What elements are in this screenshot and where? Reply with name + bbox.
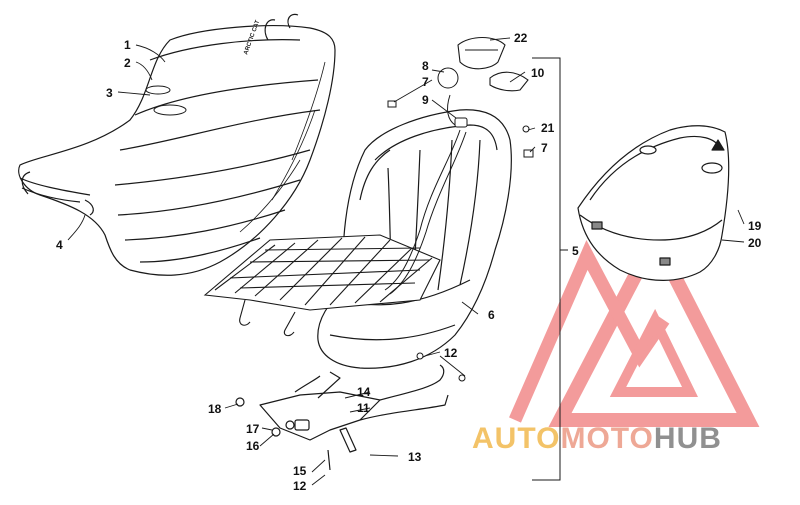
- watermark-triangle: [548, 222, 760, 427]
- storage-compartment: [577, 125, 730, 281]
- callout-21: 21: [541, 121, 555, 135]
- callout-20: 20: [748, 236, 762, 250]
- callout-12-lower: 12: [293, 479, 307, 493]
- callout-22: 22: [514, 31, 528, 45]
- callout-15: 15: [293, 464, 307, 478]
- seat-strap: [19, 171, 94, 216]
- callout-18: 18: [208, 402, 222, 416]
- seat-cushion: [18, 13, 336, 276]
- seat-emblem: [153, 104, 187, 116]
- callout-labels: 1 2 3 4 5 6 7 7 8 9 10 11 12 12 13 14 15…: [56, 31, 762, 493]
- watermark-hub: HUB: [654, 422, 722, 455]
- watermark-auto: AUTO: [472, 422, 560, 455]
- tether-handle: [457, 36, 529, 92]
- hinge-bracket: [235, 364, 449, 471]
- callout-1: 1: [124, 38, 131, 52]
- callout-6: 6: [488, 308, 495, 322]
- callout-11: 11: [357, 401, 370, 415]
- callout-14: 14: [357, 385, 371, 399]
- callout-7-lower: 7: [541, 141, 548, 155]
- callout-8: 8: [422, 59, 429, 73]
- assembly-bracket-5: [532, 57, 568, 481]
- callout-13: 13: [408, 450, 422, 464]
- wiring-harness: [384, 67, 467, 295]
- callout-5: 5: [572, 244, 579, 258]
- callout-16: 16: [246, 439, 260, 453]
- watermark-moto: MOTO: [560, 422, 653, 455]
- callout-10: 10: [531, 66, 545, 80]
- callout-17: 17: [246, 422, 260, 436]
- seat-emblem-upper: [145, 85, 171, 95]
- watermark-m-shape: [509, 240, 670, 423]
- grommet-ring: [437, 67, 459, 89]
- callout-3: 3: [106, 86, 113, 100]
- svg-text:AUTOMOTOHUB: AUTOMOTOHUB: [472, 422, 722, 455]
- callout-4: 4: [56, 238, 63, 252]
- callout-9: 9: [422, 93, 429, 107]
- watermark-inner-triangle: [609, 308, 698, 397]
- luggage-rack: [203, 234, 441, 337]
- callout-19: 19: [748, 219, 762, 233]
- callout-2: 2: [124, 56, 131, 70]
- callout-12-upper: 12: [444, 346, 458, 360]
- hardware-clips: [387, 100, 534, 382]
- leader-lines: [67, 37, 745, 486]
- callout-7-upper: 7: [422, 75, 429, 89]
- watermark-logo: AUTOMOTOHUB: [472, 222, 760, 455]
